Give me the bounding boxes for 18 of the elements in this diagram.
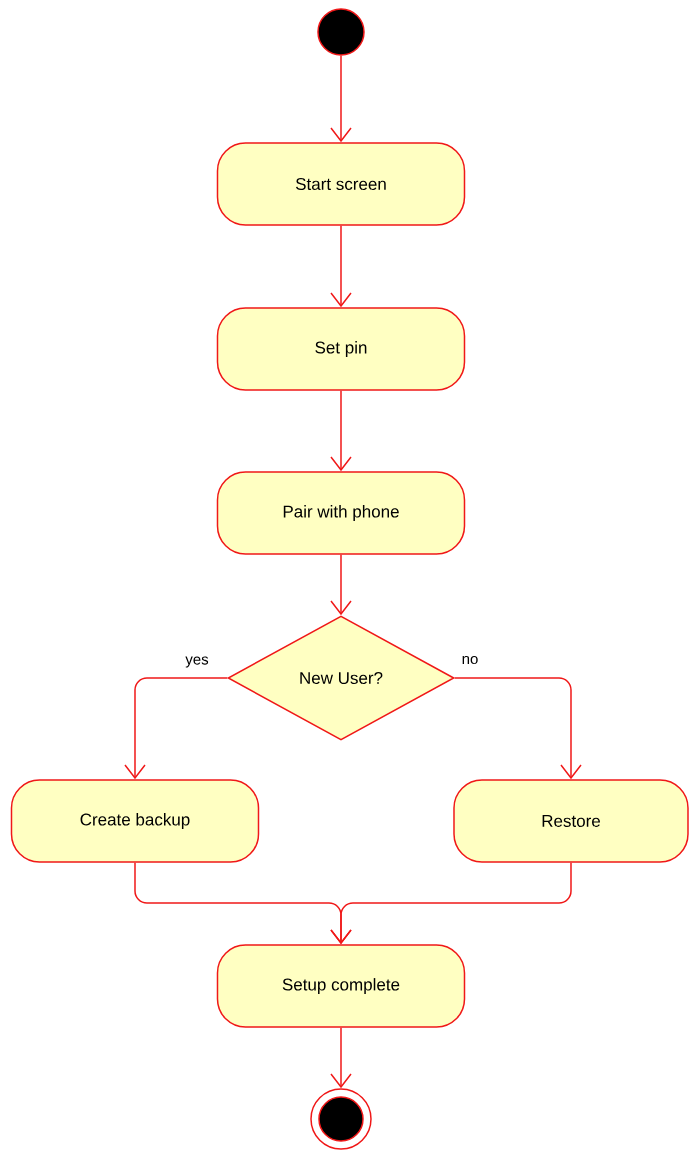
arrow (454, 677, 582, 780)
activity-box: Set pin (216, 307, 466, 391)
activity-box: Create backup (10, 779, 260, 863)
arrow (330, 225, 352, 308)
edge-label: yes (184, 655, 210, 669)
arrow (330, 554, 352, 616)
edge-label: no (460, 654, 480, 666)
initial-node (317, 8, 365, 56)
final-node (310, 1088, 372, 1150)
activity-box: Setup complete (216, 944, 466, 1028)
arrow (330, 55, 352, 143)
activity-box: Pair with phone (216, 471, 466, 555)
arrow (330, 1027, 352, 1089)
arrow (330, 862, 572, 945)
activity-box: Restore (453, 779, 689, 863)
activity-box: Start screen (216, 142, 466, 226)
arrow (124, 677, 228, 780)
arrow (330, 390, 352, 472)
